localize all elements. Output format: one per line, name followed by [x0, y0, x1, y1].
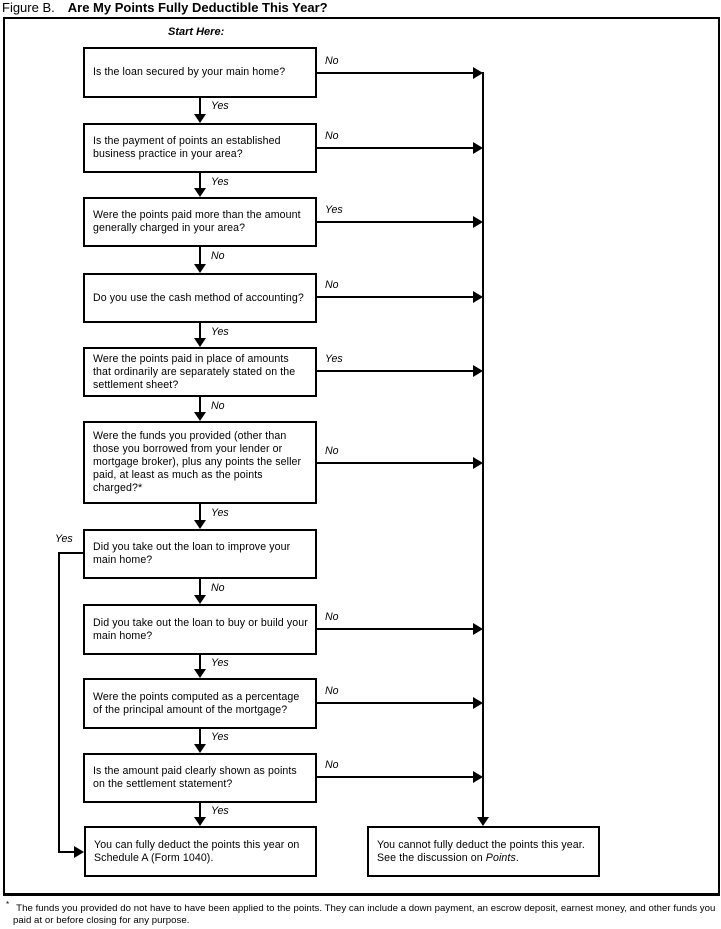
- figure-title: Figure B. Are My Points Fully Deductible …: [2, 0, 328, 15]
- figure-heading: Are My Points Fully Deductible This Year…: [67, 0, 328, 15]
- branch-label: Yes: [211, 326, 229, 338]
- connector-line: [199, 655, 201, 669]
- arrow-down-icon: [194, 744, 206, 753]
- arrow-down-icon: [194, 412, 206, 421]
- arrow-down-icon: [194, 520, 206, 529]
- outcome-cannot-deduct-text: You cannot fully deduct the points this …: [377, 839, 592, 865]
- arrow-right-icon: [473, 771, 483, 783]
- footnote-body: The funds you provided do not have to ha…: [13, 903, 716, 927]
- branch-label: Yes: [211, 507, 229, 519]
- outcome-text-period: .: [515, 851, 519, 864]
- question-box-in-place-of-amounts: Were the points paid in place of amounts…: [83, 347, 317, 397]
- footnote-text: *The funds you provided do not have to h…: [3, 899, 719, 927]
- outcome-box-can-deduct: You can fully deduct the points this yea…: [84, 826, 317, 877]
- connector-line: [199, 504, 201, 520]
- question-box-loan-secured: Is the loan secured by your main home?: [83, 47, 317, 98]
- arrow-down-icon: [194, 264, 206, 273]
- arrow-right-icon: [473, 457, 483, 469]
- arrow-right-icon: [473, 216, 483, 228]
- figure-border: [3, 17, 720, 896]
- branch-label: No: [211, 400, 225, 412]
- branch-label: Yes: [325, 204, 343, 216]
- branch-label: No: [211, 250, 225, 262]
- collector-line: [482, 72, 484, 817]
- branch-label: No: [325, 130, 339, 142]
- connector-line: [317, 221, 473, 223]
- arrow-right-icon: [473, 67, 483, 79]
- connector-line: [199, 323, 201, 338]
- arrow-down-icon: [194, 338, 206, 347]
- branch-label: Yes: [211, 176, 229, 188]
- branch-label: No: [211, 582, 225, 594]
- branch-label: Yes: [211, 805, 229, 817]
- arrow-down-icon: [194, 188, 206, 197]
- connector-line: [317, 776, 473, 778]
- arrow-right-icon: [473, 697, 483, 709]
- connector-line: [58, 552, 60, 853]
- points-reference: Points: [485, 851, 516, 864]
- connector-line: [317, 147, 473, 149]
- question-box-points-more-than-charged: Were the points paid more than the amoun…: [83, 197, 317, 247]
- branch-label: Yes: [211, 657, 229, 669]
- arrow-down-icon: [194, 817, 206, 826]
- footnote-marker: *: [6, 900, 10, 909]
- branch-label: Yes: [211, 731, 229, 743]
- connector-line: [199, 247, 201, 264]
- branch-label: No: [325, 611, 339, 623]
- connector-line: [58, 851, 74, 853]
- branch-label: No: [325, 445, 339, 457]
- arrow-right-icon: [473, 291, 483, 303]
- branch-label: No: [325, 759, 339, 771]
- figure-label: Figure B.: [2, 0, 55, 15]
- connector-line: [317, 370, 473, 372]
- arrow-right-icon: [473, 142, 483, 154]
- question-box-improve-home: Did you take out the loan to improve you…: [83, 529, 317, 579]
- connector-line: [317, 702, 473, 704]
- arrow-down-icon: [477, 817, 489, 826]
- branch-label: Yes: [211, 100, 229, 112]
- connector-line: [58, 552, 83, 554]
- branch-label: Yes: [55, 533, 73, 545]
- branch-label: No: [325, 279, 339, 291]
- arrow-right-icon: [473, 365, 483, 377]
- arrow-down-icon: [194, 595, 206, 604]
- arrow-down-icon: [194, 114, 206, 123]
- connector-line: [317, 296, 473, 298]
- question-box-cash-method: Do you use the cash method of accounting…: [83, 273, 317, 323]
- footnote: *The funds you provided do not have to h…: [3, 899, 719, 927]
- start-here-label: Start Here:: [168, 26, 225, 38]
- outcome-box-cannot-deduct: You cannot fully deduct the points this …: [367, 826, 600, 877]
- arrow-down-icon: [194, 669, 206, 678]
- connector-line: [317, 628, 473, 630]
- question-box-percentage-of-principal: Were the points computed as a percentage…: [83, 678, 317, 729]
- connector-line: [199, 173, 201, 188]
- connector-line: [199, 579, 201, 595]
- connector-line: [199, 803, 201, 817]
- arrow-right-icon: [473, 623, 483, 635]
- connector-line: [317, 72, 473, 74]
- branch-label: No: [325, 55, 339, 67]
- question-box-established-practice: Is the payment of points an established …: [83, 123, 317, 173]
- connector-line: [317, 462, 473, 464]
- arrow-right-icon: [74, 846, 84, 858]
- branch-label: Yes: [325, 353, 343, 365]
- connector-line: [199, 98, 201, 114]
- question-box-buy-or-build: Did you take out the loan to buy or buil…: [83, 604, 317, 655]
- question-box-clearly-shown: Is the amount paid clearly shown as poin…: [83, 753, 317, 803]
- connector-line: [199, 397, 201, 412]
- question-box-funds-provided: Were the funds you provided (other than …: [83, 421, 317, 504]
- connector-line: [199, 729, 201, 744]
- outcome-text-part: You cannot fully deduct the points this …: [377, 838, 585, 864]
- branch-label: No: [325, 685, 339, 697]
